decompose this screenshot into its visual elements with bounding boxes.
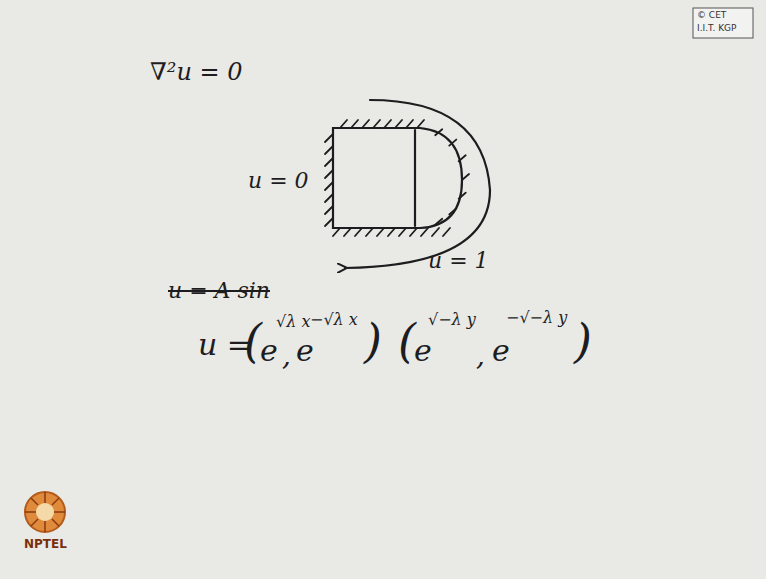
hatch-mark: [325, 158, 333, 166]
boundary-condition: u = 1: [428, 250, 489, 272]
hatch-mark: [399, 228, 406, 236]
hatch-mark: [435, 129, 442, 135]
stamp-text: I.I.T. KGP: [697, 24, 737, 33]
comma: ,: [476, 342, 485, 370]
hatch-mark: [362, 120, 369, 128]
hatch-mark: [351, 120, 358, 128]
hatch-mark: [421, 228, 428, 236]
hatch-mark: [377, 228, 384, 236]
hatch-mark: [449, 140, 456, 146]
stamp-text: © CET: [697, 11, 726, 20]
hatch-mark: [459, 155, 466, 161]
hatch-mark: [325, 134, 333, 142]
hatch-mark: [344, 228, 351, 236]
hatch-mark: [406, 120, 413, 128]
exponent: √−λ y: [428, 312, 476, 328]
struck-equation: u = A sin: [168, 280, 270, 302]
hatch-mark: [435, 219, 442, 225]
hatch-mark: [459, 193, 466, 199]
hatch-mark: [388, 228, 395, 236]
equation-text: u =: [198, 330, 252, 360]
equation-text: e: [260, 336, 278, 366]
bracket: (: [244, 318, 262, 364]
hatch-mark: [410, 228, 417, 236]
boundary-condition: u = 0: [248, 170, 309, 192]
exponent: −√λ x: [310, 312, 358, 328]
hatch-mark: [384, 120, 391, 128]
hatch-mark: [355, 228, 362, 236]
hatch-mark: [340, 120, 347, 128]
hatch-mark: [443, 228, 450, 236]
boundary-hatching: [325, 120, 469, 236]
hatch-mark: [417, 120, 424, 128]
exponent: −√−λ y: [506, 310, 567, 326]
hatch-mark: [462, 174, 469, 180]
hatch-mark: [366, 228, 373, 236]
bracket: ): [364, 318, 382, 364]
equation-text: e: [492, 336, 510, 366]
hatch-mark: [325, 146, 333, 154]
hatch-mark: [325, 218, 333, 226]
logo-text: NPTEL: [24, 538, 67, 550]
equation-text: ∇²u = 0: [150, 60, 242, 84]
hatch-mark: [432, 228, 439, 236]
domain-figure: [333, 100, 490, 268]
comma: ,: [282, 342, 291, 370]
equation-text: e: [414, 336, 432, 366]
hatch-mark: [395, 120, 402, 128]
hatch-mark: [325, 206, 333, 214]
hatch-mark: [325, 170, 333, 178]
hatch-mark: [373, 120, 380, 128]
nptel-logo: [25, 492, 65, 532]
hatch-mark: [449, 208, 456, 214]
hatch-mark: [325, 182, 333, 190]
hatch-mark: [333, 228, 340, 236]
bracket: (: [398, 318, 416, 364]
exponent: √λ x: [276, 314, 310, 330]
hatch-mark: [325, 194, 333, 202]
stamp-box: [693, 8, 753, 38]
equation-text: e: [296, 336, 314, 366]
bracket: ): [574, 318, 592, 364]
